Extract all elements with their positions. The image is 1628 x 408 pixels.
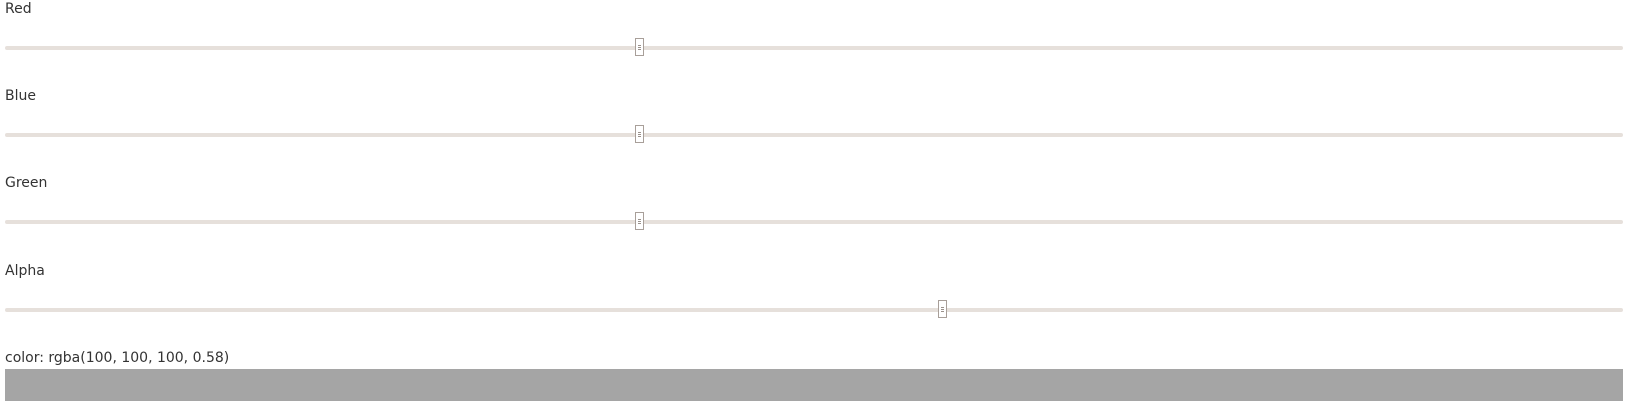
blue-slider[interactable] [5, 125, 1623, 145]
red-label: Red [5, 1, 32, 17]
grip-icon [637, 132, 641, 133]
grip-line [637, 49, 641, 50]
alpha-slider[interactable] [5, 300, 1623, 320]
red-slider[interactable] [5, 38, 1623, 58]
grip-icon [637, 45, 641, 46]
green-slider[interactable] [5, 212, 1623, 232]
color-readout: color: rgba(100, 100, 100, 0.58) [5, 350, 230, 366]
grip-line [637, 221, 641, 222]
grip-line [637, 136, 641, 137]
color-swatch [5, 369, 1623, 401]
grip-line [637, 134, 641, 135]
red-slider-track[interactable] [5, 46, 1623, 50]
alpha-slider-track[interactable] [5, 308, 1623, 312]
alpha-label: Alpha [5, 263, 45, 279]
grip-icon [637, 219, 641, 220]
green-label: Green [5, 175, 48, 191]
blue-slider-track[interactable] [5, 133, 1623, 137]
green-slider-track[interactable] [5, 220, 1623, 224]
grip-line [941, 311, 945, 312]
red-slider-thumb[interactable] [634, 38, 644, 56]
grip-icon [941, 307, 945, 308]
grip-line [637, 47, 641, 48]
blue-slider-thumb[interactable] [634, 125, 644, 143]
grip-line [637, 223, 641, 224]
green-slider-thumb[interactable] [634, 212, 644, 230]
grip-line [941, 309, 945, 310]
blue-label: Blue [5, 88, 36, 104]
alpha-slider-thumb[interactable] [938, 300, 948, 318]
